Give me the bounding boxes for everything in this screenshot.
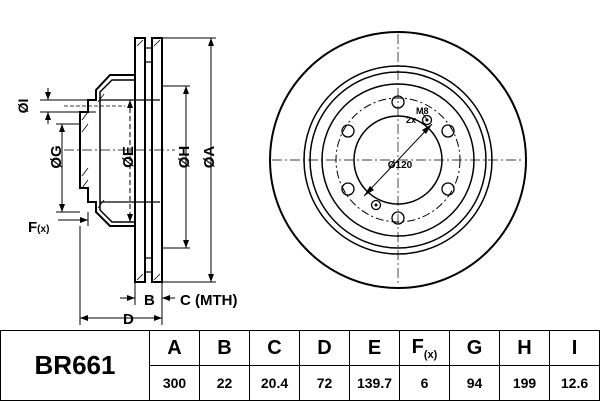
stud-hole — [341, 182, 355, 196]
label-f-sub: (x) — [37, 224, 49, 235]
label-f-main: F — [28, 219, 37, 236]
brake-disc-drawing: ØI ØG ØE ØH ØA F(x) B C (MTH) D — [15, 31, 527, 328]
header-i: I — [549, 330, 600, 366]
front-view — [269, 31, 527, 289]
stud-hole — [441, 182, 455, 196]
rotor-plate-inner — [134, 37, 146, 283]
header-c: C — [249, 330, 300, 366]
pcd-arrowheads — [364, 124, 432, 196]
spec-table: BR661 A B C D E F(x) G H I 300 22 20.4 7… — [0, 330, 600, 401]
label-dia-e: ØE — [120, 146, 137, 168]
label-dia-h: ØH — [176, 146, 193, 169]
disc-outer-edge — [269, 31, 527, 289]
dimension-arrowheads — [45, 38, 214, 321]
side-section-view — [40, 37, 216, 325]
label-dia-i: ØI — [15, 99, 31, 114]
header-h: H — [499, 330, 550, 366]
header-f-main: F — [411, 335, 424, 358]
label-f: F(x) — [28, 219, 49, 236]
label-pcd: Ø120 — [388, 160, 413, 171]
label-b: B — [144, 292, 155, 309]
label-c-mth: C (MTH) — [180, 292, 237, 309]
value-g: 94 — [449, 365, 500, 401]
value-c: 20.4 — [249, 365, 300, 401]
header-d: D — [299, 330, 350, 366]
spec-value-row: 300 22 20.4 72 139.7 6 94 199 12.6 — [1, 365, 600, 401]
m8-hole — [421, 114, 433, 126]
dim-A — [162, 37, 216, 283]
m8-leader — [421, 111, 428, 121]
m8-hole — [370, 199, 382, 211]
m8-holes — [370, 114, 433, 211]
stud-hole — [441, 124, 455, 138]
header-g: G — [449, 330, 500, 366]
dim-H — [162, 85, 190, 249]
part-number: BR661 — [0, 330, 150, 401]
stud-hole — [341, 124, 355, 138]
rotor-plate-outer — [151, 37, 163, 283]
value-a: 300 — [149, 365, 200, 401]
value-d: 72 — [299, 365, 350, 401]
hat-profile — [79, 38, 136, 282]
label-d: D — [123, 311, 134, 328]
header-e: E — [349, 330, 400, 366]
value-h: 199 — [499, 365, 550, 401]
label-dia-g: ØG — [48, 145, 65, 168]
value-e: 139.7 — [349, 365, 400, 401]
spec-header-row: BR661 A B C D E F(x) G H I — [0, 330, 600, 401]
value-f: 6 — [399, 365, 450, 401]
value-i: 12.6 — [549, 365, 600, 401]
label-m8: M8 — [416, 106, 429, 116]
header-b: B — [199, 330, 250, 366]
dim-G — [56, 123, 80, 213]
pcd-dimension-line — [363, 123, 433, 197]
header-f-sub: (x) — [423, 348, 438, 361]
value-b: 22 — [199, 365, 250, 401]
label-dia-a: ØA — [201, 146, 218, 169]
header-a: A — [149, 330, 200, 366]
section-hatching — [81, 39, 161, 281]
stud-holes — [341, 95, 455, 225]
label-2x: 2x — [406, 115, 416, 125]
header-f: F(x) — [399, 330, 450, 366]
dim-D — [79, 226, 163, 325]
hat-inner-profile — [99, 79, 135, 223]
